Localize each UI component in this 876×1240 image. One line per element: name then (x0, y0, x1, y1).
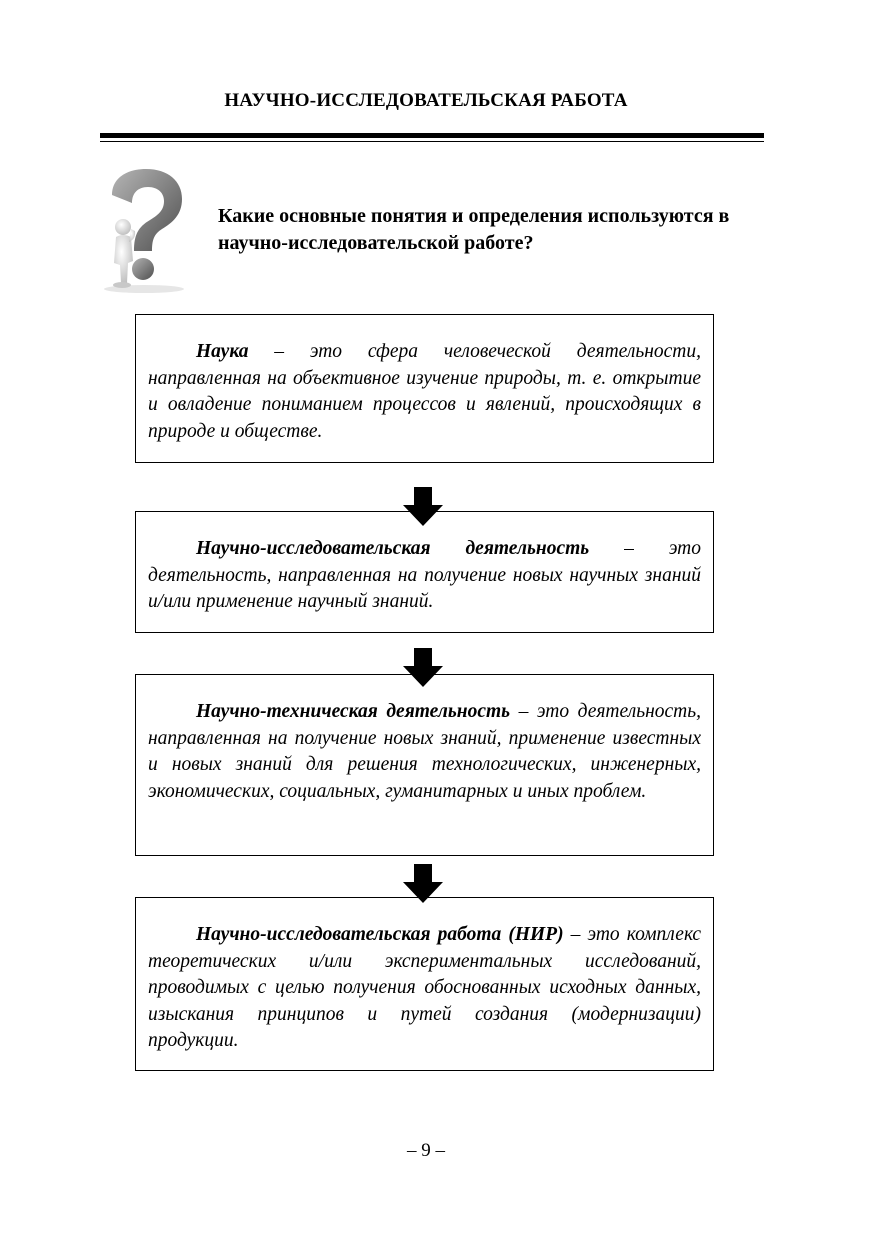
definition-box-nir: Научно-исследовательская работа (НИР) – … (135, 897, 714, 1071)
page-number: – 9 – (0, 1140, 852, 1162)
definition-term: Научно-техническая деятельность (196, 701, 510, 722)
question-text: Какие основные понятия и определения исп… (218, 203, 778, 257)
definition-term: Научно-исследовательская работа (НИР) (196, 924, 564, 945)
page-header-title: НАУЧНО-ИССЛЕДОВАТЕЛЬСКАЯ РАБОТА (0, 90, 852, 112)
definition-term: Наука (196, 341, 248, 362)
definition-text: Научно-исследовательская деятельность – … (148, 536, 701, 616)
question-mark-figure-icon (98, 165, 190, 295)
definition-term: Научно-исследовательская деятельность (196, 538, 589, 559)
header-rule-thin (100, 141, 764, 142)
definition-text: Научно-исследовательская работа (НИР) – … (148, 922, 701, 1055)
definition-text: Научно-техническая деятельность – это де… (148, 699, 701, 805)
definition-box-research-activity: Научно-исследовательская деятельность – … (135, 511, 714, 633)
header-rule-thick (100, 133, 764, 138)
definition-box-scientific-technical-activity: Научно-техническая деятельность – это де… (135, 674, 714, 856)
definition-text: Наука – это сфера человеческой деятельно… (148, 339, 701, 445)
definition-box-nauka: Наука – это сфера человеческой деятельно… (135, 314, 714, 463)
